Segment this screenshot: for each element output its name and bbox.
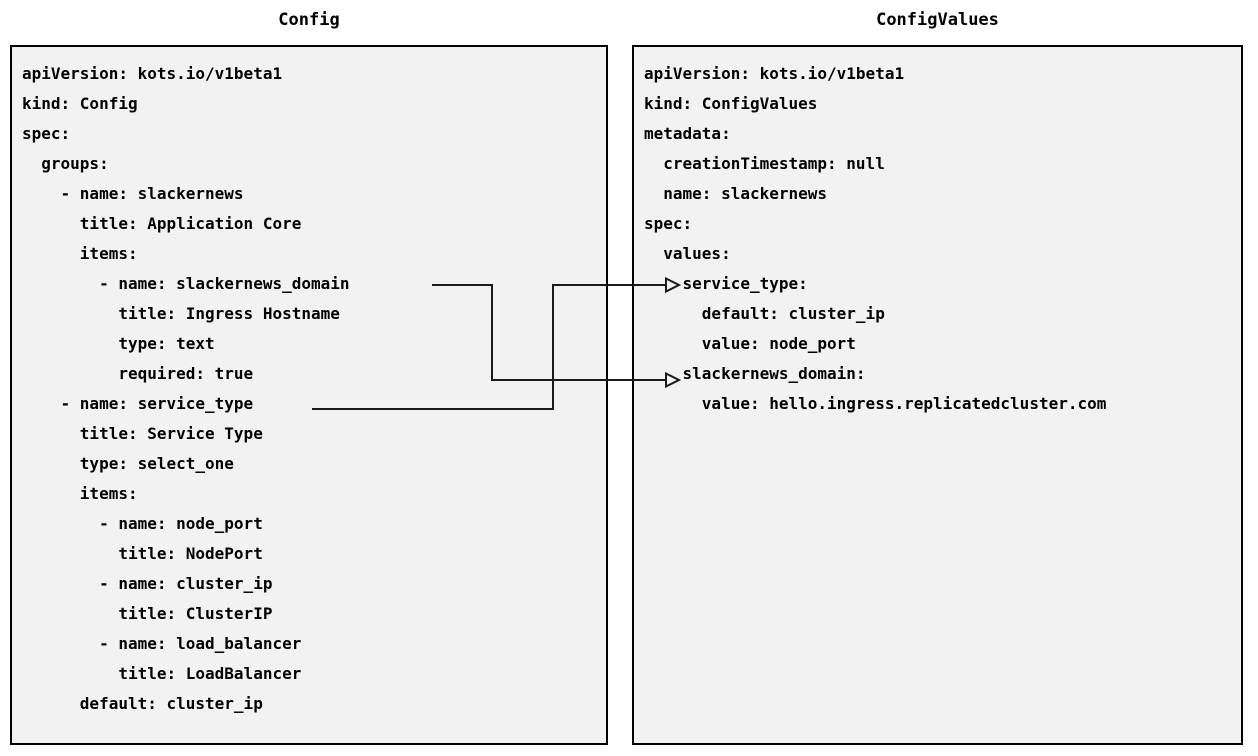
- configvalues-yaml-line: kind: ConfigValues: [644, 94, 818, 113]
- configvalues-yaml-line: values:: [644, 244, 731, 263]
- config-yaml-line: - name: node_port: [22, 514, 263, 533]
- config-yaml-line: groups:: [22, 154, 109, 173]
- configvalues-yaml-line: value: hello.ingress.replicatedcluster.c…: [644, 394, 1107, 413]
- config-yaml-line: title: Service Type: [22, 424, 263, 443]
- configvalues-yaml-line: apiVersion: kots.io/v1beta1: [644, 64, 905, 83]
- configvalues-yaml-line: spec:: [644, 214, 693, 233]
- config-yaml-line: title: LoadBalancer: [22, 664, 302, 683]
- config-yaml-line: title: Ingress Hostname: [22, 304, 340, 323]
- config-yaml-line: apiVersion: kots.io/v1beta1: [22, 64, 283, 83]
- configvalues-yaml-line: value: node_port: [644, 334, 856, 353]
- config-panel-title: Config: [278, 10, 340, 30]
- configvalues-yaml-line: service_type:: [644, 274, 808, 293]
- config-yaml-line: type: text: [22, 334, 215, 353]
- configvalues-yaml-line: name: slackernews: [644, 184, 828, 203]
- config-yaml-line: default: cluster_ip: [22, 694, 263, 713]
- config-yaml-block: apiVersion: kots.io/v1beta1 kind: Config s…: [12, 47, 606, 719]
- config-yaml-line: title: Application Core: [22, 214, 302, 233]
- config-yaml-line: items:: [22, 484, 138, 503]
- config-yaml-line: title: NodePort: [22, 544, 263, 563]
- configvalues-yaml-line: metadata:: [644, 124, 731, 143]
- config-yaml-line: - name: cluster_ip: [22, 574, 273, 593]
- configvalues-yaml-line: slackernews_domain:: [644, 364, 866, 383]
- config-panel: apiVersion: kots.io/v1beta1 kind: Config s…: [10, 45, 608, 745]
- config-yaml-line: - name: service_type: [22, 394, 254, 413]
- config-yaml-line: required: true: [22, 364, 254, 383]
- config-yaml-line: kind: Config: [22, 94, 138, 113]
- configvalues-yaml-block: apiVersion: kots.io/v1beta1 kind: ConfigV…: [634, 47, 1241, 419]
- config-yaml-line: type: select_one: [22, 454, 234, 473]
- configvalues-panel: apiVersion: kots.io/v1beta1 kind: ConfigV…: [632, 45, 1243, 745]
- configvalues-yaml-line: default: cluster_ip: [644, 304, 885, 323]
- config-yaml-line: title: ClusterIP: [22, 604, 273, 623]
- config-yaml-line: - name: slackernews: [22, 184, 244, 203]
- config-yaml-line: items:: [22, 244, 138, 263]
- config-yaml-line: - name: load_balancer: [22, 634, 302, 653]
- config-yaml-line: spec:: [22, 124, 71, 143]
- configvalues-panel-title: ConfigValues: [876, 10, 999, 30]
- configvalues-yaml-line: creationTimestamp: null: [644, 154, 885, 173]
- config-yaml-line: - name: slackernews_domain: [22, 274, 350, 293]
